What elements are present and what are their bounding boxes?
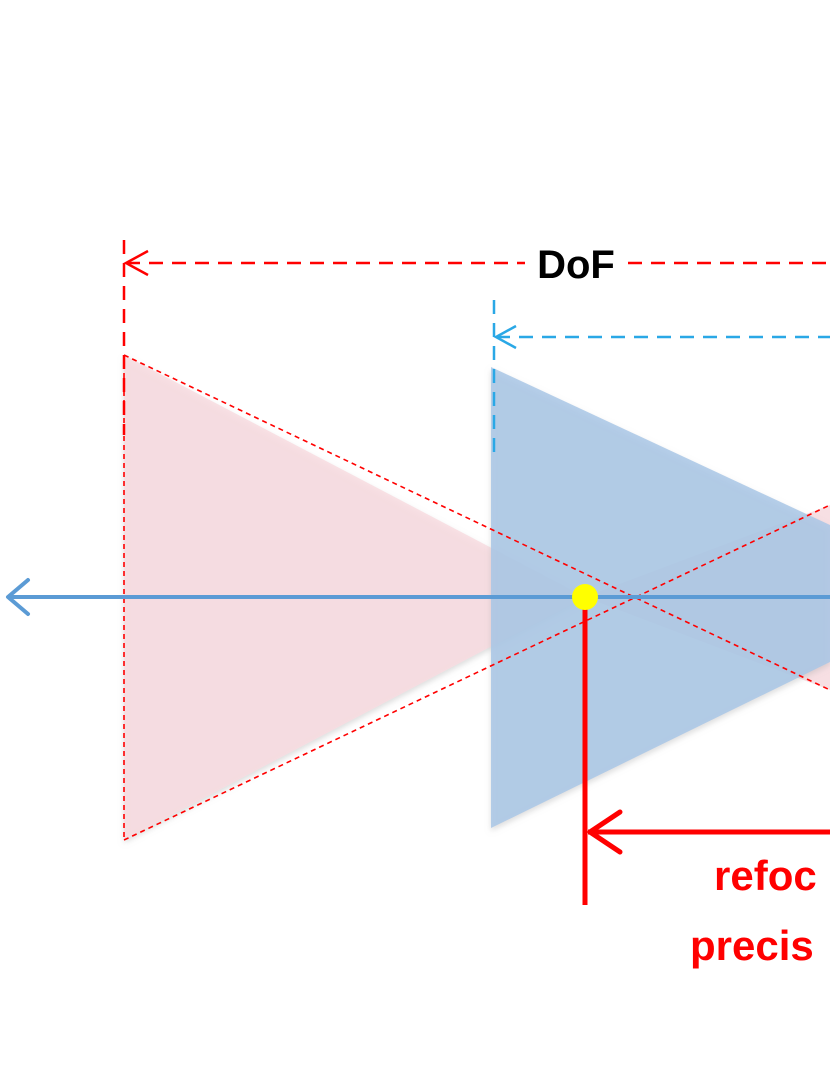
dof-label: DoF xyxy=(537,243,615,287)
dof-cone-edge-lower xyxy=(123,504,830,841)
refocus-precision-label-line2: precis xyxy=(690,922,814,969)
dof-cone-edge-upper xyxy=(123,354,830,691)
refocus-arrowhead-icon xyxy=(493,324,517,350)
dof-arrowhead-icon xyxy=(123,249,149,277)
arrow-left-icon xyxy=(6,578,30,616)
focus-point-icon xyxy=(572,584,598,610)
precision-arrowhead-icon xyxy=(587,809,623,855)
refocus-precision-label-line1: refoc xyxy=(714,852,817,899)
